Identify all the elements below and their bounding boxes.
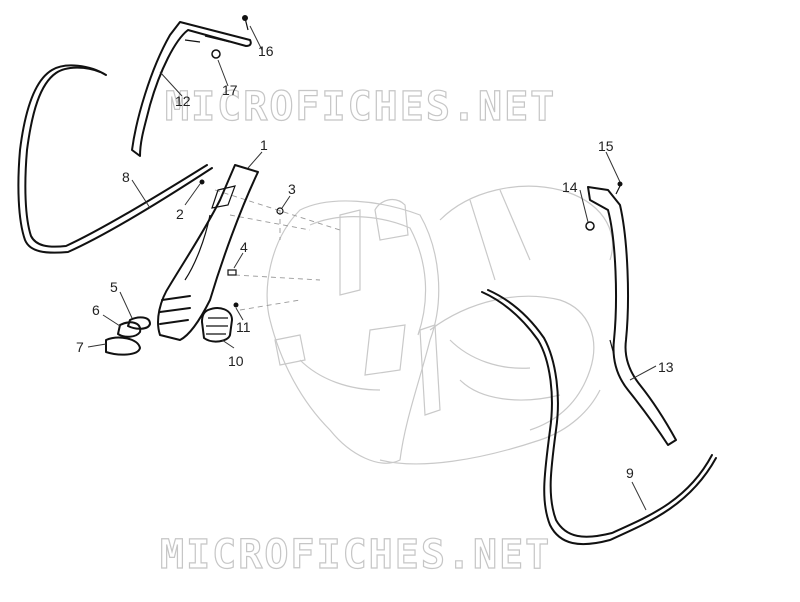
part-10-grille [201, 307, 233, 343]
callout-6: 6 [92, 302, 100, 318]
callout-labels: 1 2 3 4 5 6 7 8 9 10 11 12 13 14 15 16 1… [76, 43, 674, 481]
callout-11: 11 [236, 319, 251, 335]
part-16-screw [242, 15, 249, 31]
watermark-top: MICROFICHES.NET [165, 84, 556, 130]
part-8-legshield-trim-left-inner [24, 66, 208, 248]
part-2-screw [199, 179, 205, 185]
callout-15: 15 [598, 138, 614, 154]
callout-5: 5 [110, 279, 118, 295]
callout-7: 7 [76, 339, 84, 355]
part-1-horn-cover [157, 164, 259, 341]
part-9-legshield-trim-right [481, 291, 717, 546]
part-7-grille-strip [105, 336, 141, 356]
part-13-legshield-frame-right [587, 186, 677, 446]
part-15-screw [615, 181, 623, 195]
callout-1: 1 [260, 137, 268, 153]
callout-12: 12 [175, 93, 191, 109]
callout-14: 14 [562, 179, 578, 195]
watermark-bottom: MICROFICHES.NET [160, 532, 551, 578]
callout-13: 13 [658, 359, 674, 375]
callout-8: 8 [122, 169, 130, 185]
part-1-horn-cover-grille [159, 295, 191, 325]
callout-9: 9 [626, 465, 634, 481]
callout-2: 2 [176, 206, 184, 222]
part-9-legshield-trim-right-inner [487, 289, 713, 538]
part-17-nut [211, 49, 221, 59]
part-8-legshield-trim-left [17, 64, 213, 254]
part-6-grille-strip [117, 321, 142, 338]
part-11-fastener [233, 302, 239, 308]
callout-10: 10 [228, 353, 244, 369]
scooter-body-ghost [266, 185, 614, 465]
callout-17: 17 [222, 82, 238, 98]
part-3-clip [276, 207, 284, 215]
part-14-nut [585, 221, 595, 231]
part-4-clip [227, 269, 237, 276]
assembly-lines [214, 189, 341, 311]
callout-4: 4 [240, 239, 248, 255]
part-5-grille-strip [127, 316, 151, 330]
part-12-horn-cover-frame [131, 21, 252, 157]
callout-3: 3 [288, 181, 296, 197]
callout-leaders [87, 25, 657, 511]
callout-16: 16 [258, 43, 274, 59]
